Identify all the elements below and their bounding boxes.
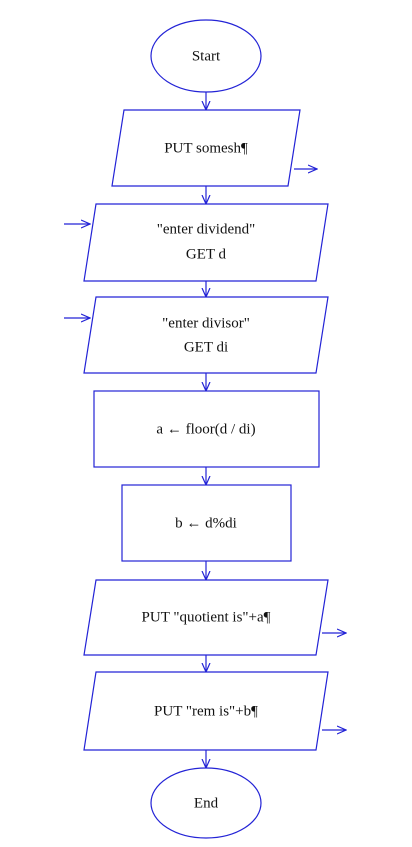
input-get-dividend: "enter dividend" GET d xyxy=(64,203,329,282)
process-assign-a-label: a ← floor(d / di) xyxy=(156,421,255,437)
output-put-somesh-shape xyxy=(111,109,301,187)
input-get-divisor: "enter divisor" GET di xyxy=(64,296,329,374)
end-terminal: End xyxy=(150,767,262,839)
output-put-rem-shape xyxy=(83,671,329,751)
start-terminal: Start xyxy=(150,19,262,93)
input-get-dividend-shape xyxy=(83,203,329,282)
process-assign-a: a ← floor(d / di) xyxy=(93,390,320,468)
process-assign-a-shape xyxy=(93,390,320,468)
output-put-somesh: PUT somesh¶ xyxy=(111,109,317,187)
process-assign-b-label: b ← d%di xyxy=(175,515,237,531)
output-put-quotient: PUT "quotient is"+a¶ xyxy=(83,579,346,656)
input-get-divisor-shape xyxy=(83,296,329,374)
output-put-somesh-label: PUT somesh¶ xyxy=(164,140,248,156)
output-put-rem: PUT "rem is"+b¶ xyxy=(83,671,346,751)
process-assign-b-shape xyxy=(121,484,292,562)
start-terminal-label: Start xyxy=(192,48,221,64)
input-get-divisor-line1: "enter divisor" xyxy=(162,315,250,331)
output-put-quotient-label: PUT "quotient is"+a¶ xyxy=(142,609,271,625)
output-put-rem-label: PUT "rem is"+b¶ xyxy=(154,703,258,719)
process-assign-b: b ← d%di xyxy=(121,484,292,562)
input-get-dividend-line2: GET d xyxy=(186,246,227,262)
end-terminal-shape xyxy=(150,767,262,839)
input-get-dividend-line1: "enter dividend" xyxy=(157,221,255,237)
end-terminal-label: End xyxy=(194,795,219,811)
input-get-divisor-line2: GET di xyxy=(184,339,228,355)
output-put-quotient-shape xyxy=(83,579,329,656)
start-terminal-shape xyxy=(150,19,262,93)
